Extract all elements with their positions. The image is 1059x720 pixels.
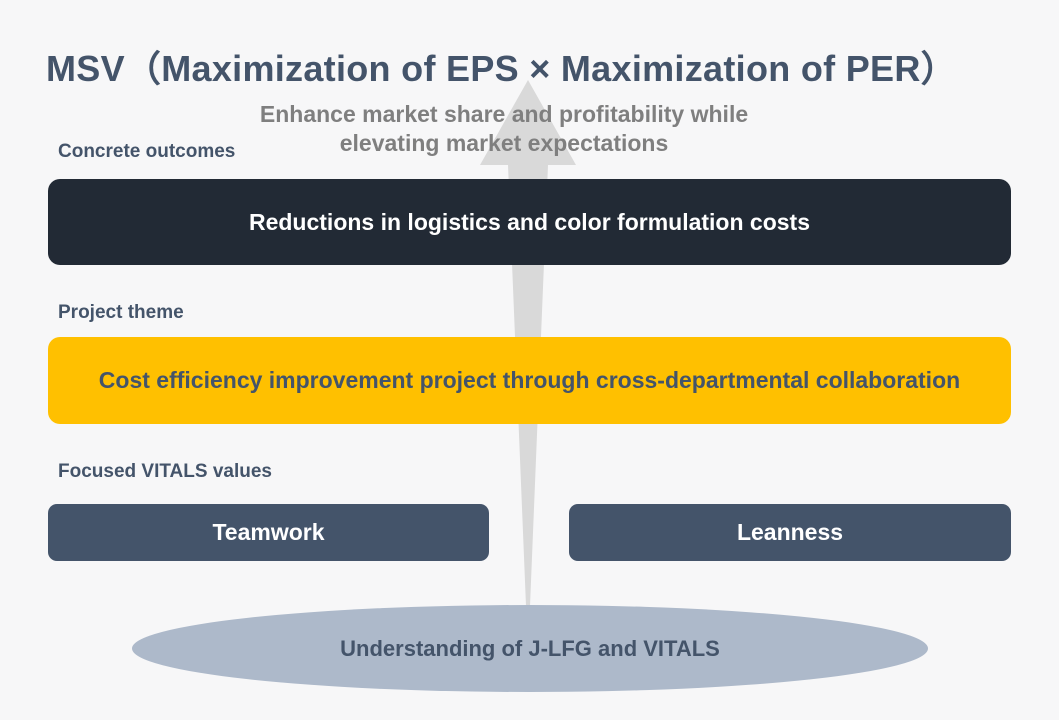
project-theme-box: Cost efficiency improvement project thro…: [48, 337, 1011, 424]
value-box-leanness: Leanness: [569, 504, 1011, 561]
arrow-subtitle: Enhance market share and profitability w…: [234, 100, 774, 158]
foundation-ellipse: Understanding of J-LFG and VITALS: [132, 605, 928, 692]
project-theme-label: Project theme: [58, 302, 184, 323]
subtitle-line-1: Enhance market share and profitability w…: [259, 101, 749, 127]
concrete-outcomes-label: Concrete outcomes: [58, 141, 236, 162]
subtitle-line-2: elevating market expectations: [339, 130, 669, 156]
focused-values-label: Focused VITALS values: [58, 461, 272, 482]
concrete-outcomes-box: Reductions in logistics and color formul…: [48, 179, 1011, 265]
value-box-teamwork: Teamwork: [48, 504, 489, 561]
page-title: MSV（Maximization of EPS × Maximization o…: [46, 48, 957, 89]
